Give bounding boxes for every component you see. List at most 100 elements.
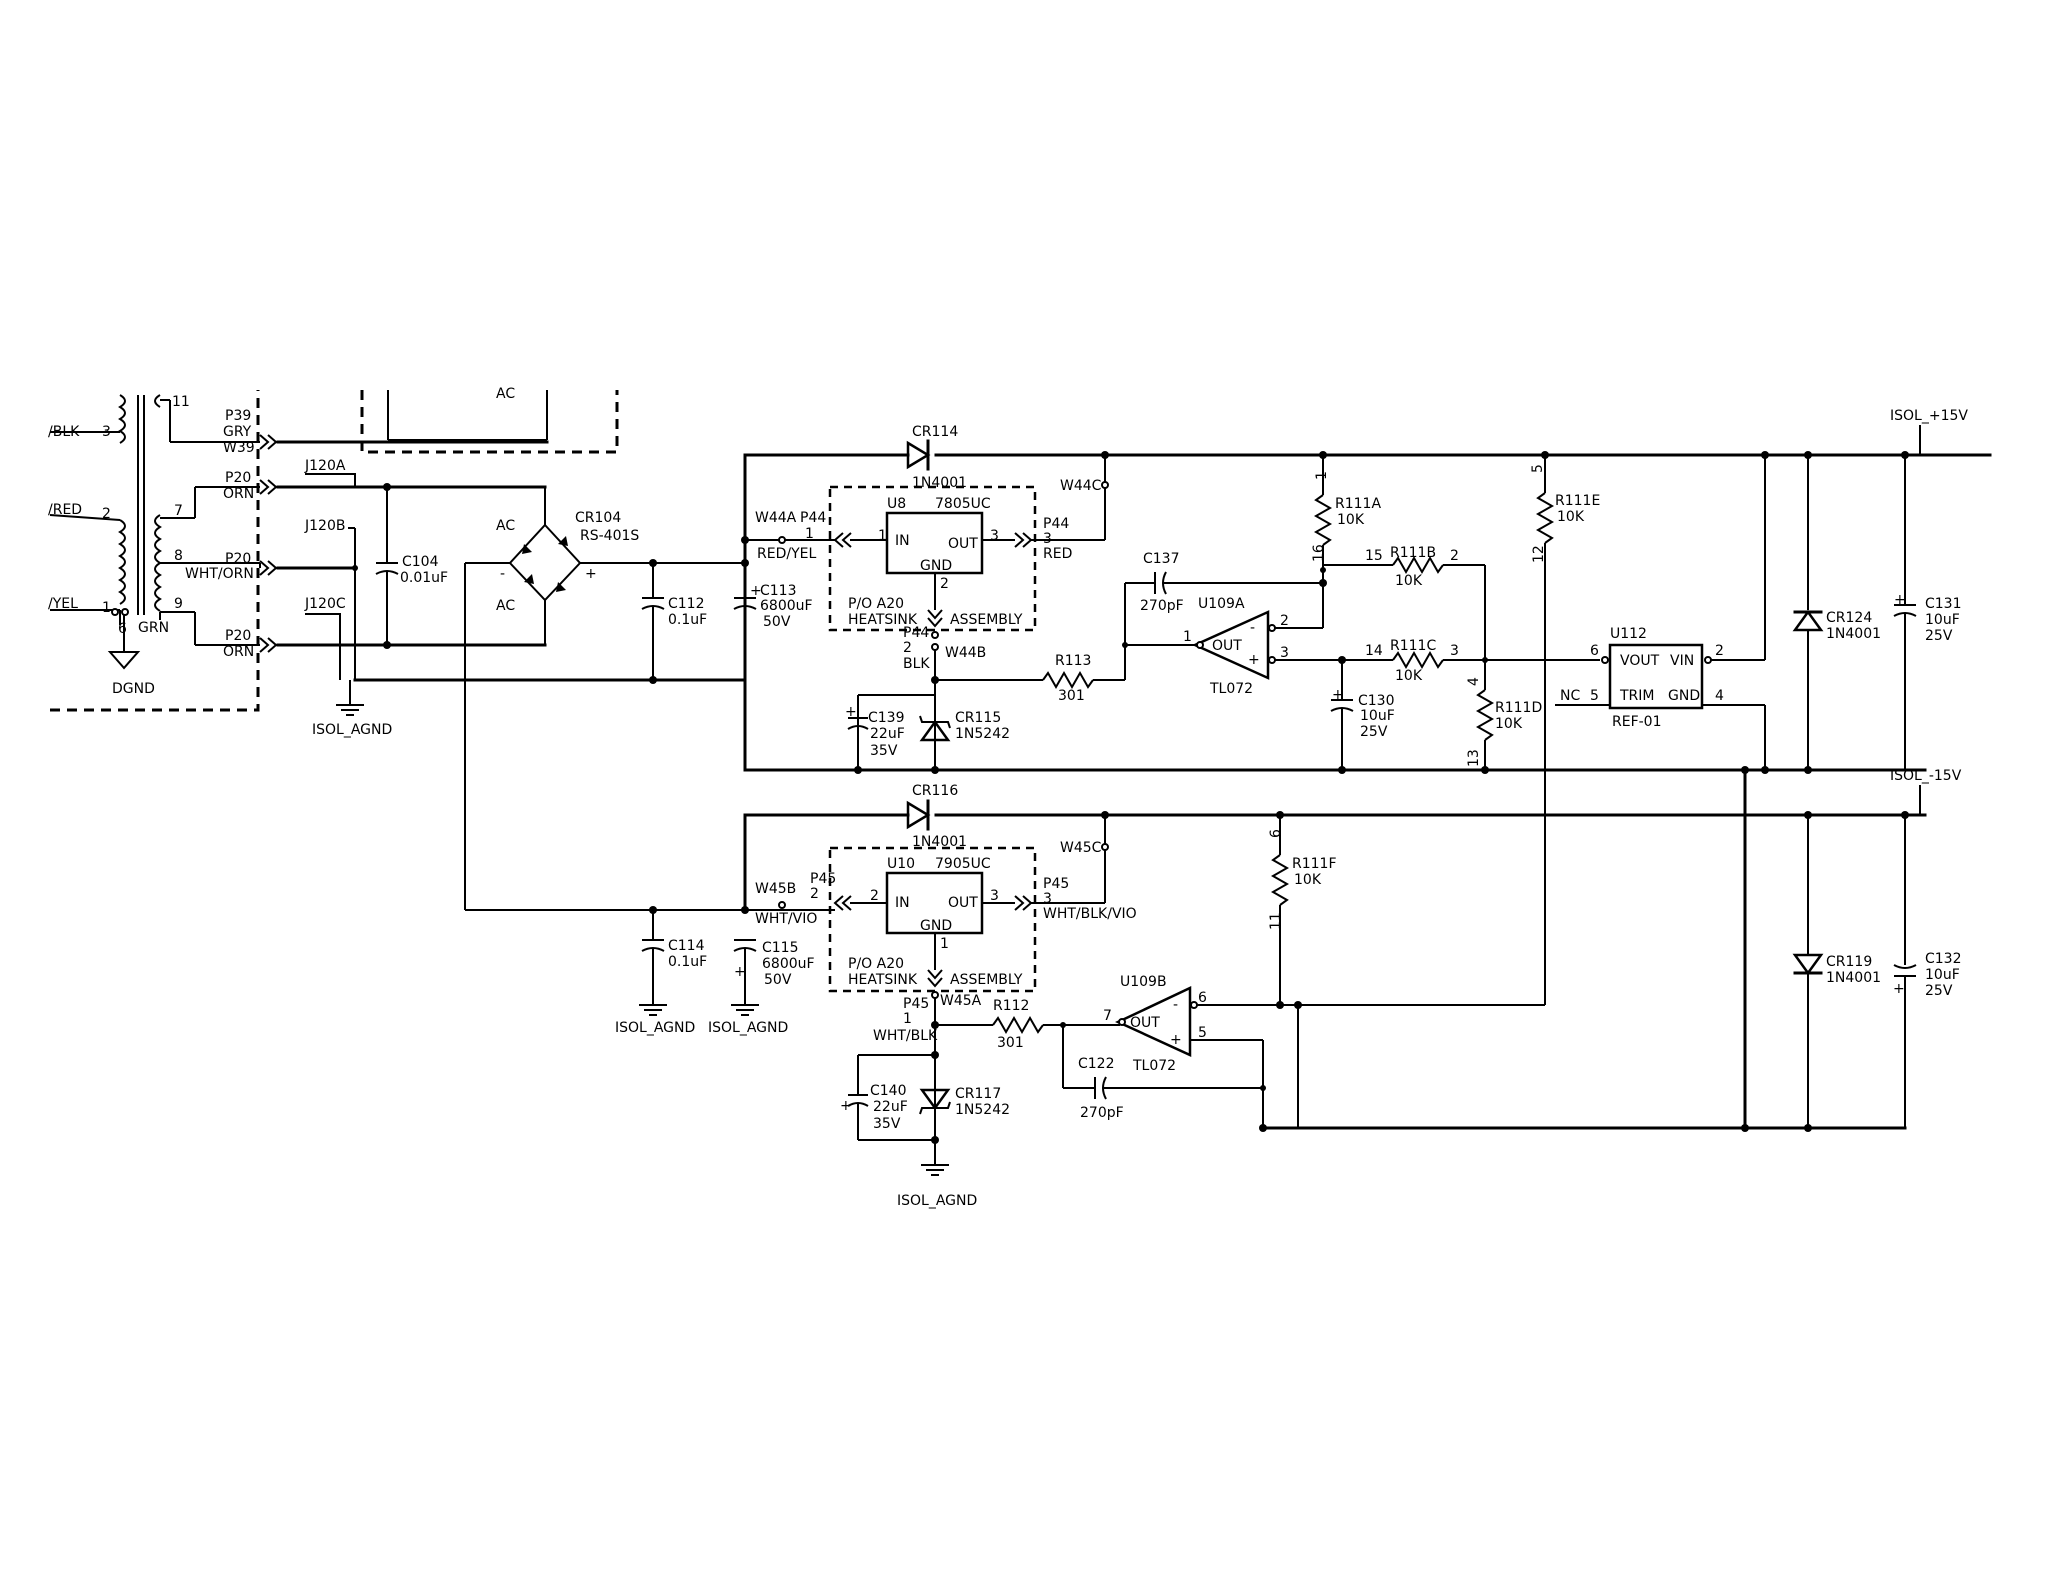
cr104-ac2: AC	[496, 598, 515, 614]
c112-ref: C112	[668, 596, 705, 612]
p20b-label: P20	[225, 551, 251, 567]
positive-regulator-section: CR114 1N4001 U8 7805UC IN OUT GND 1 3 2 …	[743, 424, 1992, 774]
u112-p4: 4	[1715, 688, 1724, 704]
u109a-out: OUT	[1212, 638, 1242, 654]
tx-pin7: 7	[174, 503, 183, 519]
c131-voltage: 25V	[1925, 628, 1953, 644]
u10-p2: 2	[870, 888, 879, 904]
u109b-pin6: 6	[1198, 990, 1207, 1006]
r111a-ref: R111A	[1335, 496, 1381, 512]
r111f-p2: 11	[1268, 912, 1284, 930]
u8-ref: U8	[887, 496, 906, 512]
bridge-rectifier-cr104: CR104 RS-401S AC AC + -	[464, 510, 745, 910]
svg-text:+: +	[845, 704, 857, 720]
u112-p5: 5	[1590, 688, 1599, 704]
r112-value: 301	[997, 1035, 1024, 1051]
c139-ref: C139	[868, 710, 905, 726]
dgnd-label: DGND	[112, 681, 155, 697]
negative-regulator-section: ISOL_-15V CR116 1N4001 U10 7905UC IN OUT…	[465, 768, 1962, 1209]
u109b-part: TL072	[1132, 1058, 1176, 1074]
u8-p2: 2	[940, 576, 949, 592]
isol-agnd-label-3: ISOL_AGND	[708, 1020, 788, 1036]
top-block-frame	[360, 390, 619, 454]
c137-ref: C137	[1143, 551, 1180, 567]
svg-text:+: +	[750, 583, 762, 599]
c132-voltage: 25V	[1925, 983, 1953, 999]
tx-wire-red: /RED	[48, 502, 82, 518]
p44-in-ref: P44	[800, 510, 826, 526]
p45-out-pin: 3	[1043, 891, 1052, 907]
u112-part: REF-01	[1612, 714, 1662, 730]
c114-value: 0.1uF	[668, 954, 707, 970]
cr104-value: RS-401S	[580, 528, 639, 544]
tx-pin1: 1	[102, 600, 111, 616]
p44-out-wire: RED	[1043, 546, 1072, 562]
u112-ref: U112	[1610, 626, 1647, 642]
r111b-p1: 15	[1365, 548, 1383, 564]
opamp-u109b: C122 270pF U109B TL072 OUT 7 6 5 - +	[1062, 974, 1280, 1132]
w45c-label: W45C	[1060, 840, 1102, 856]
r111f-p1: 6	[1268, 829, 1284, 838]
p44-in-wire: RED/YEL	[757, 546, 816, 562]
r111e-p2: 12	[1531, 545, 1547, 563]
opamp-u109a: C137 270pF U109A TL072 OUT 1 2 3 - +	[1124, 551, 1342, 697]
p45-in-pin: 2	[810, 886, 819, 902]
u8-in: IN	[895, 533, 910, 549]
cr114-ref: CR114	[912, 424, 958, 440]
c131-ref: C131	[1925, 596, 1962, 612]
u112-vin: VIN	[1670, 653, 1694, 669]
svg-text:-: -	[1173, 997, 1178, 1013]
svg-text:+: +	[1894, 592, 1906, 608]
r111a-value: 10K	[1337, 512, 1365, 528]
cr119-ref: CR119	[1826, 954, 1872, 970]
resistor-network-r111: R111A 10K 1 16 R111B 10K 15 2 R111C 10K …	[1311, 451, 1600, 1005]
svg-text:+: +	[1248, 652, 1260, 668]
c115-ref: C115	[762, 940, 799, 956]
isol-agnd-label-2: ISOL_AGND	[615, 1020, 695, 1036]
c137-value: 270pF	[1140, 598, 1184, 614]
c130-voltage: 25V	[1360, 724, 1388, 740]
isol-m15-label: ISOL_-15V	[1890, 768, 1962, 784]
u109b-out: OUT	[1130, 1015, 1160, 1031]
c132-ref: C132	[1925, 951, 1962, 967]
c140-value: 22uF	[873, 1099, 908, 1115]
w44b-label: W44B	[945, 645, 986, 661]
top-block-ac: AC	[496, 386, 515, 402]
p45-gnd-pin: 1	[903, 1011, 912, 1027]
c104-ref: C104	[402, 554, 439, 570]
p44-in-pin: 1	[805, 526, 814, 542]
r111a-p1: 1	[1314, 471, 1330, 480]
w44a-label: W44A	[755, 510, 797, 526]
svg-text:+: +	[585, 566, 597, 582]
u10-out: OUT	[948, 895, 978, 911]
u112-gnd: GND	[1668, 688, 1700, 704]
r111c-value: 10K	[1395, 668, 1423, 684]
r111b-value: 10K	[1395, 573, 1423, 589]
tx-pin3: 3	[102, 424, 111, 440]
c112-value: 0.1uF	[668, 612, 707, 628]
cr116-value: 1N4001	[912, 834, 967, 850]
u8-p3: 3	[990, 528, 999, 544]
u10-p1: 1	[940, 936, 949, 952]
input-wiring: C104 0.01uF ISOL_AGND	[276, 440, 747, 738]
r112-ref: R112	[993, 998, 1029, 1014]
p20a-label: P20	[225, 470, 251, 486]
cr115-ref: CR115	[955, 710, 1001, 726]
u10-note1: P/O A20	[848, 956, 904, 972]
isol-agnd-label-4: ISOL_AGND	[897, 1193, 977, 1209]
c132-value: 10uF	[1925, 967, 1960, 983]
c115-voltage: 50V	[764, 972, 792, 988]
c130-value: 10uF	[1360, 708, 1395, 724]
u10-note3: ASSEMBLY	[950, 972, 1023, 988]
r111d-value: 10K	[1495, 716, 1523, 732]
p44-out-ref: P44	[1043, 516, 1069, 532]
r111e-ref: R111E	[1555, 493, 1600, 509]
svg-text:+: +	[1170, 1032, 1182, 1048]
c113-ref: C113	[760, 583, 797, 599]
u112-nc: NC	[1560, 688, 1580, 704]
svg-text:+: +	[840, 1098, 852, 1114]
c139-voltage: 35V	[870, 743, 898, 759]
u109a-pin1: 1	[1183, 629, 1192, 645]
r113-value: 301	[1058, 688, 1085, 704]
r111e-value: 10K	[1557, 509, 1585, 525]
